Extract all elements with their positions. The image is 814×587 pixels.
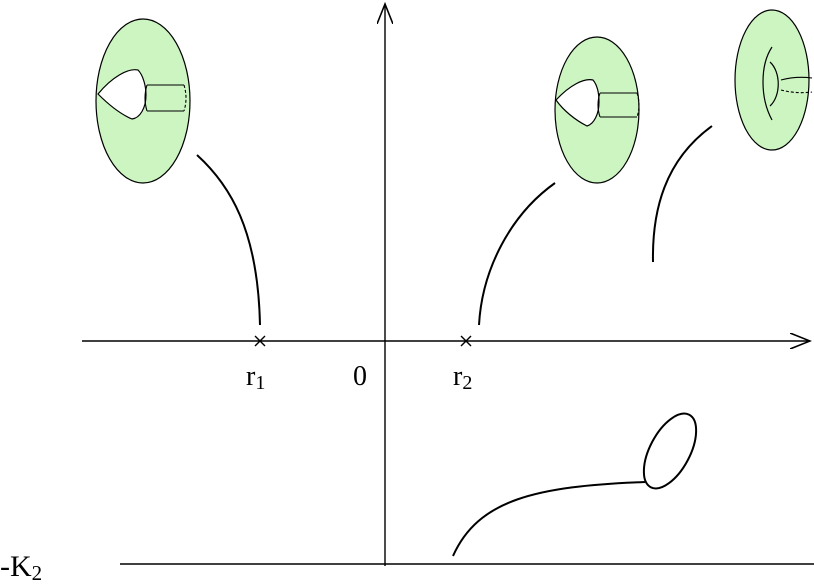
pinched-surface-icon-left [95, 18, 191, 184]
r1-label: r1 [246, 361, 265, 394]
k2-label: -K2 [0, 550, 42, 585]
pinched-surface-icon-middle [554, 36, 640, 184]
closed-loop-ellipse [642, 412, 698, 490]
origin-label: 0 [353, 361, 367, 392]
torus-surface-icon [734, 9, 813, 151]
curve-from-r1 [196, 154, 261, 326]
r2-cross-marker [460, 335, 472, 347]
r1-cross-marker [254, 335, 266, 347]
curve-from-r2 [478, 182, 556, 326]
curve-upper-right [651, 125, 713, 263]
curve-to-loop [452, 481, 646, 557]
r2-label: r2 [453, 361, 472, 394]
